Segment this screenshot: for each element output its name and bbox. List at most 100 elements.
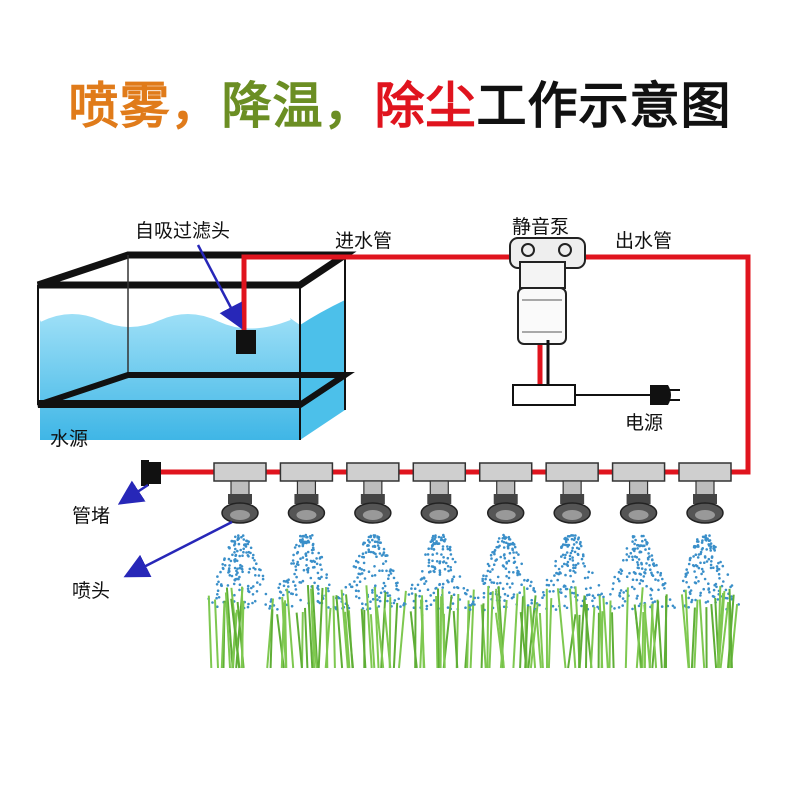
spray-droplet bbox=[556, 578, 559, 582]
spray-droplet bbox=[363, 577, 367, 580]
spray-droplet bbox=[484, 577, 487, 581]
grass-blade bbox=[452, 611, 459, 669]
spray-droplet bbox=[410, 587, 413, 590]
tee-fitting bbox=[346, 462, 400, 482]
spray-droplet bbox=[584, 587, 588, 591]
spray-droplet bbox=[605, 601, 608, 605]
spray-droplet bbox=[688, 558, 692, 562]
spray-droplet bbox=[438, 571, 442, 574]
nozzle-tip bbox=[362, 510, 383, 520]
title-part-dust: 除尘 bbox=[374, 77, 477, 135]
spray-droplet bbox=[378, 552, 382, 555]
spray-droplet bbox=[261, 574, 265, 578]
spray-droplet bbox=[704, 534, 708, 537]
spray-droplet bbox=[559, 588, 562, 591]
spray-droplet bbox=[382, 551, 386, 554]
grass-blade bbox=[419, 599, 426, 669]
spray-droplet bbox=[246, 605, 250, 609]
nozzle-assembly bbox=[468, 462, 541, 669]
spray-droplet bbox=[586, 593, 589, 597]
spray-droplet bbox=[564, 573, 567, 577]
nozzle-assembly bbox=[402, 462, 475, 669]
spray-droplet bbox=[215, 596, 218, 600]
spray-droplet bbox=[446, 547, 450, 551]
spray-droplet bbox=[560, 591, 563, 594]
spray-droplet bbox=[640, 567, 644, 570]
spray-droplet bbox=[226, 584, 230, 587]
spray-droplet bbox=[295, 593, 298, 597]
spray-droplet bbox=[592, 604, 595, 608]
spray-cone bbox=[468, 533, 541, 612]
grass-clump bbox=[480, 585, 539, 669]
spray-droplet bbox=[448, 545, 452, 549]
spray-droplet bbox=[431, 553, 435, 556]
spray-droplet bbox=[491, 568, 494, 571]
spray-droplet bbox=[631, 558, 635, 561]
spray-droplet bbox=[380, 554, 384, 557]
spray-droplet bbox=[473, 603, 476, 606]
spray-droplet bbox=[516, 571, 519, 575]
spray-droplet bbox=[304, 533, 308, 537]
spray-droplet bbox=[318, 557, 322, 560]
spray-droplet bbox=[660, 605, 664, 608]
spray-droplet bbox=[234, 554, 237, 557]
spray-droplet bbox=[717, 567, 720, 571]
spray-droplet bbox=[694, 545, 697, 548]
spray-droplet bbox=[388, 570, 392, 573]
spray-droplet bbox=[508, 551, 512, 555]
grass-blade bbox=[345, 594, 354, 669]
spray-droplet bbox=[512, 593, 516, 596]
spray-droplet bbox=[436, 542, 440, 545]
spray-droplet bbox=[636, 563, 640, 566]
spray-droplet bbox=[328, 583, 331, 587]
spray-droplet bbox=[382, 581, 386, 585]
spray-droplet bbox=[424, 599, 428, 603]
spray-droplet bbox=[247, 571, 251, 574]
spray-droplet bbox=[622, 559, 625, 562]
spray-droplet bbox=[450, 579, 454, 583]
nozzle-hex bbox=[626, 494, 651, 504]
spray-droplet bbox=[505, 541, 508, 545]
spray-droplet bbox=[316, 571, 320, 575]
grass-clump bbox=[535, 586, 604, 669]
spray-droplet bbox=[571, 556, 574, 559]
spray-droplet bbox=[383, 584, 387, 588]
spray-droplet bbox=[407, 593, 411, 596]
spray-droplet bbox=[286, 581, 290, 584]
spray-droplet bbox=[488, 578, 492, 582]
spray-droplet bbox=[426, 553, 430, 556]
spray-droplet bbox=[580, 557, 584, 561]
spray-droplet bbox=[702, 587, 705, 591]
spray-droplet bbox=[717, 572, 721, 576]
spray-droplet bbox=[320, 568, 323, 571]
spray-droplet bbox=[473, 596, 477, 600]
nozzle-assembly bbox=[533, 462, 608, 669]
spray-droplet bbox=[238, 583, 242, 586]
spray-droplet bbox=[453, 586, 456, 589]
spray-droplet bbox=[490, 581, 494, 584]
spray-droplet bbox=[631, 548, 635, 551]
spray-droplet bbox=[445, 561, 448, 565]
spray-droplet bbox=[229, 559, 233, 563]
nozzle-tip bbox=[695, 510, 715, 520]
spray-droplet bbox=[636, 543, 639, 547]
spray-droplet bbox=[355, 595, 358, 598]
spray-droplet bbox=[258, 583, 262, 586]
spray-droplet bbox=[719, 560, 722, 564]
spray-droplet bbox=[489, 592, 493, 595]
grass-blade bbox=[648, 603, 654, 669]
spray-droplet bbox=[529, 584, 532, 588]
spray-droplet bbox=[253, 559, 256, 562]
spray-droplet bbox=[429, 603, 433, 606]
grass-blade bbox=[439, 596, 443, 669]
spray-droplet bbox=[502, 546, 506, 549]
spray-droplet bbox=[386, 591, 389, 595]
spray-droplet bbox=[269, 600, 273, 603]
spray-droplet bbox=[418, 594, 421, 598]
spray-droplet bbox=[618, 591, 622, 595]
spray-droplet bbox=[632, 535, 636, 538]
spray-droplet bbox=[554, 564, 557, 568]
spray-droplet bbox=[579, 544, 583, 548]
spray-droplet bbox=[385, 569, 388, 573]
